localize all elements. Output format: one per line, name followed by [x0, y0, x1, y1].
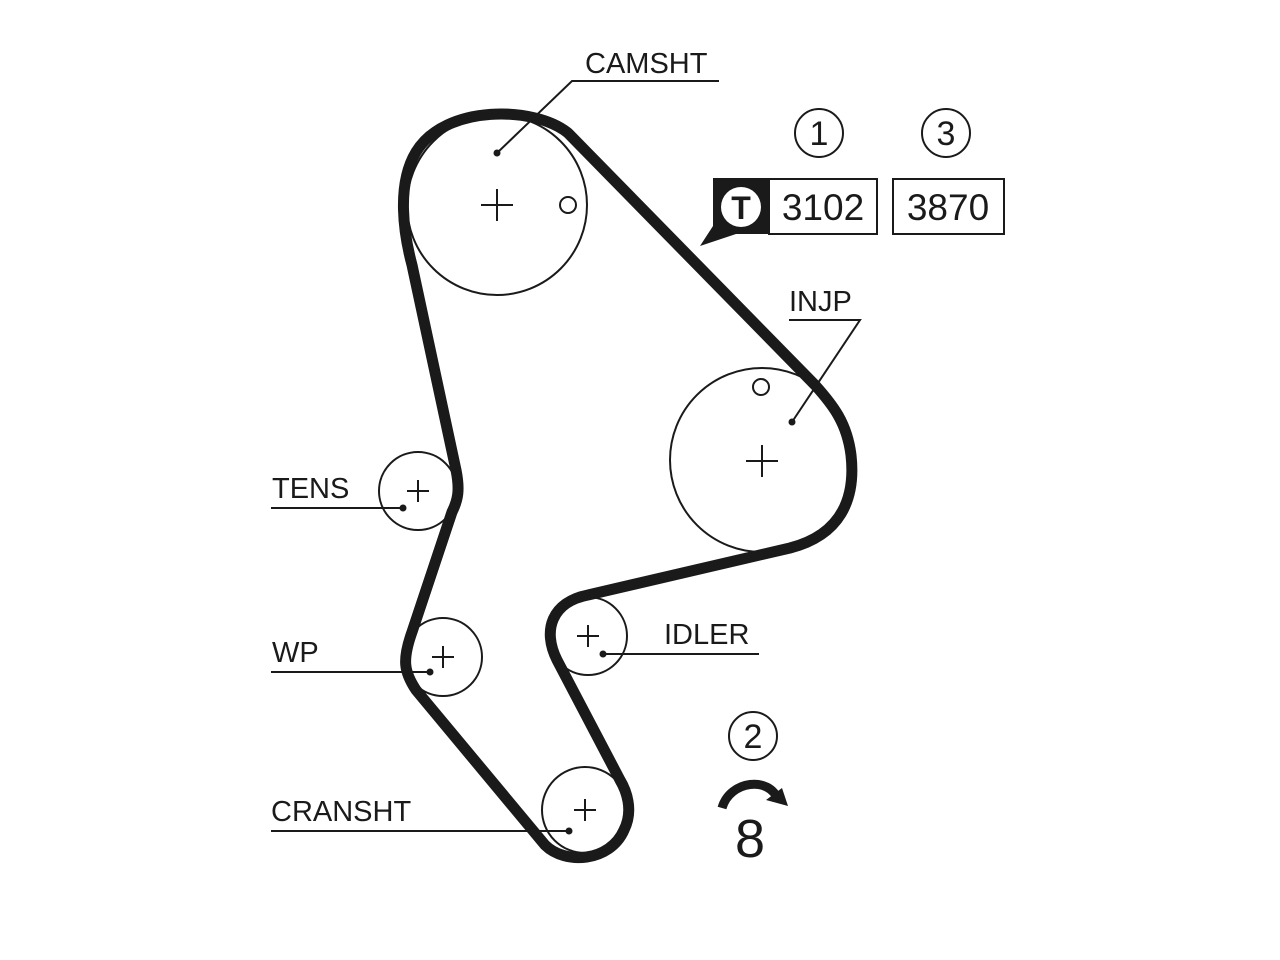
- camshaft-leader: [493, 80, 719, 157]
- idler-label: IDLER: [664, 619, 749, 651]
- injection-pump-leader: [788, 319, 862, 426]
- belt-code-tag: T 3102: [700, 178, 878, 246]
- circled-number-3-text: 3: [937, 115, 956, 153]
- circled-number-2: 2: [728, 711, 778, 761]
- brand-mark: T: [731, 190, 751, 226]
- circled-number-1-text: 1: [810, 115, 829, 153]
- crankshaft-label: CRANSHT: [271, 796, 411, 828]
- water-pump-label: WP: [272, 637, 319, 669]
- belt-code: 3102: [782, 187, 864, 228]
- injection-pump-label: INJP: [789, 286, 852, 318]
- circled-number-3: 3: [921, 108, 971, 158]
- rotation-value: 8: [735, 809, 765, 869]
- idler-leader: [599, 650, 759, 658]
- camshaft-pulley: [406, 114, 588, 296]
- tensioner-leader: [271, 504, 407, 512]
- injection-pump-timing-mark: [752, 378, 770, 396]
- camshaft-timing-mark: [559, 196, 577, 214]
- crankshaft-leader: [271, 827, 573, 835]
- kit-code: 3870: [907, 187, 989, 228]
- kit-code-box: 3870: [892, 178, 1005, 235]
- tensioner-label: TENS: [272, 473, 349, 505]
- t-circle-icon: T: [721, 187, 761, 227]
- circled-number-2-text: 2: [744, 718, 763, 756]
- water-pump-leader: [271, 668, 434, 676]
- curved-arrow-icon: [717, 779, 788, 810]
- camshaft-label: CAMSHT: [585, 48, 708, 80]
- circled-number-1: 1: [794, 108, 844, 158]
- timing-belt: [397, 108, 858, 863]
